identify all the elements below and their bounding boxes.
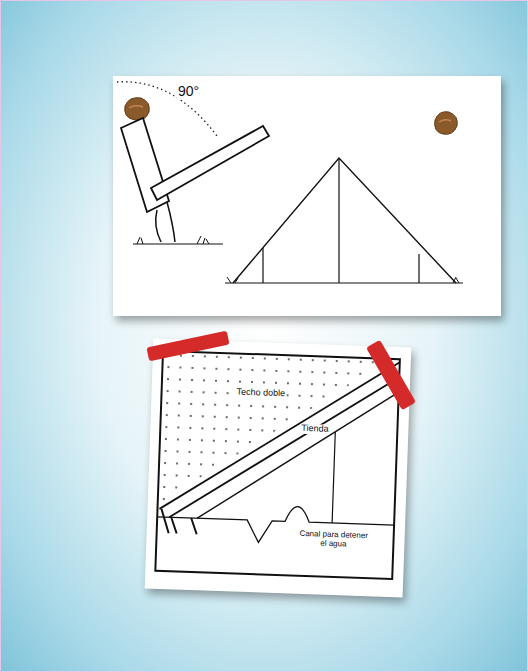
stake-tent-card: 90° (113, 76, 501, 316)
angle-label: 90° (177, 84, 200, 99)
part-label: Tienda (300, 424, 330, 435)
part-label: Techo doble (235, 387, 286, 399)
stake-tent-illustration (113, 76, 501, 316)
note-label: Canal para detener el agua (296, 530, 371, 550)
fly-sheet-card: Techo dobleTiendaCanal para detener el a… (145, 339, 412, 598)
fly-sheet-illustration (145, 339, 412, 598)
